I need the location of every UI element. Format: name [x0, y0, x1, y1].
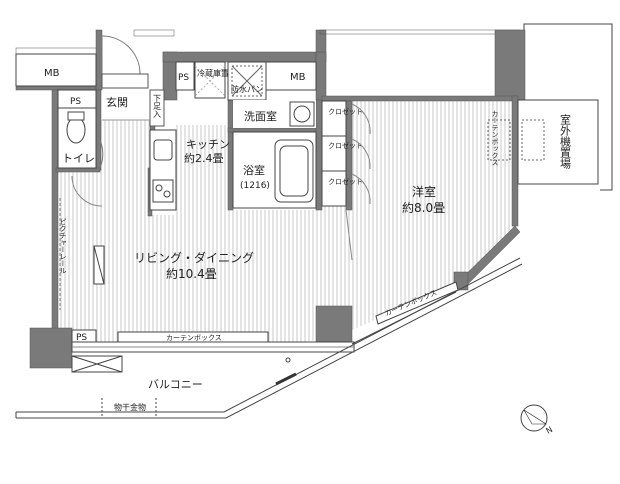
outdoor-unit-area: 室外機置場 カーテンボックス [487, 99, 599, 185]
outdoor-unit-label: 室外機置場 [559, 113, 572, 170]
kitchen-size-label: 約2.4畳 [184, 151, 224, 165]
toilet-icon [66, 116, 86, 144]
storage-label: 冷蔵庫置場 [197, 68, 237, 78]
closet-2-label: クロゼット [328, 141, 363, 150]
compass: N [520, 404, 555, 436]
washroom-label: 洗面室 [244, 109, 277, 123]
bath-label: 浴室 [243, 163, 265, 177]
drying-label: 物干金物 [114, 402, 146, 412]
closet-1-label: クロゼット [328, 107, 363, 116]
hall-floor [96, 120, 150, 170]
bathtub-icon [274, 139, 314, 203]
kitchen-label: キッチン [186, 138, 230, 151]
entrance-area: 玄関 下足入 [101, 35, 165, 127]
living-area: リビング・ダイニング 約10.4畳 ピクチャーレール [59, 175, 254, 310]
western-label: 洋室 [412, 184, 436, 199]
mb-left: MB [15, 53, 97, 87]
balcony-area: バルコニー 物干金物 [15, 23, 613, 419]
stove-icon [152, 179, 174, 203]
bath-area: 浴室 (1216) [232, 131, 317, 209]
washroom-area: 洗面室 [233, 100, 316, 128]
kitchen-area: キッチン 約2.4畳 [149, 129, 230, 211]
mb-right-label: MB [290, 72, 306, 83]
balcony-label: バルコニー [148, 378, 203, 391]
entrance-label: 玄関 [106, 95, 128, 109]
bath-size-label: (1216) [240, 181, 270, 191]
toilet-label: トイレ [62, 152, 95, 165]
closet-3-label: クロゼット [328, 177, 363, 186]
toilet-room: PS トイレ [57, 89, 104, 173]
ps-toilet-label: PS [70, 97, 81, 107]
mb-left-label: MB [44, 68, 60, 79]
sink-icon [293, 105, 311, 123]
living-floor [56, 130, 352, 345]
walls [15, 29, 526, 369]
shoe-box-label: 下足入 [153, 94, 162, 118]
western-floor [352, 100, 515, 330]
living-label: リビング・ダイニング [134, 250, 254, 265]
living-window: カーテンボックス PS [71, 329, 355, 353]
kitchen-floor [175, 125, 228, 208]
western-size-label: 約8.0畳 [402, 200, 445, 215]
picture-rail-label: ピクチャーレール [59, 218, 67, 274]
curtain-box-living-label: カーテンボックス [166, 334, 222, 342]
curtain-box-right-label: カーテンボックス [491, 110, 499, 166]
closets: クロゼット クロゼット クロゼット [321, 100, 371, 261]
ps-top-label: PS [178, 73, 189, 83]
utility-top: PS 冷蔵庫置場 防水パン MB [175, 61, 317, 101]
compass-letter: N [545, 425, 555, 436]
laundry-pan-label: 防水パン [231, 84, 263, 94]
kitchen-sink-icon [153, 139, 173, 161]
floor-areas [56, 100, 515, 345]
ps-balcony-label: PS [76, 333, 87, 343]
living-size-label: 約10.4畳 [166, 266, 217, 281]
